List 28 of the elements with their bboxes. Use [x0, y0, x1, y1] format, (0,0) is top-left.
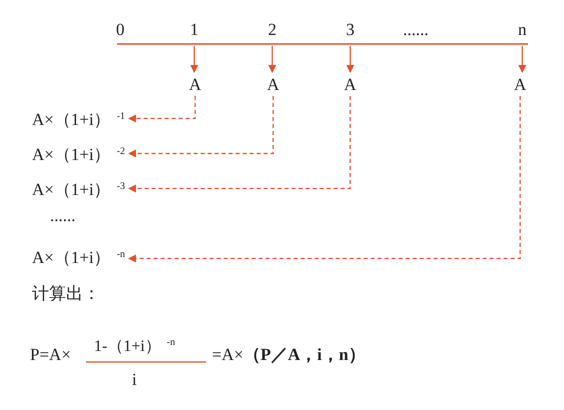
- tick-label: 3: [346, 20, 354, 40]
- ellipsis-text: ......: [403, 20, 428, 40]
- payment-label: A: [514, 75, 526, 95]
- discount-formula: A×（1+i）$^{-2}$: [32, 142, 126, 165]
- tick-label: n: [518, 20, 526, 40]
- denominator-text: i: [132, 370, 137, 390]
- payment-label: A: [267, 75, 280, 95]
- tick-label: 2: [268, 20, 276, 40]
- arrow: [128, 96, 196, 122]
- ellipsis-text: ......: [50, 206, 76, 226]
- arrow: [128, 96, 351, 192]
- arrow: [268, 46, 276, 73]
- arrow: [518, 46, 526, 73]
- arrow: [128, 96, 274, 158]
- arrow: [346, 46, 354, 73]
- discount-formula: A×（1+i）$^{-n}$: [32, 245, 126, 268]
- tick-label: 1: [190, 20, 198, 40]
- discount-formula: A×（1+i）$^{-1}$: [32, 107, 126, 130]
- tick-label: 0: [116, 20, 124, 40]
- arrow: [128, 96, 521, 262]
- payment-label: A: [189, 75, 202, 95]
- payment-label: A: [344, 75, 356, 95]
- numerator-text: 1-（1+i）$^{-n}$: [94, 336, 176, 357]
- formula-text: P=A×: [30, 345, 71, 365]
- discount-formula: A×（1+i）$^{-3}$: [32, 177, 126, 200]
- formula-text: =A×（P／A，i，n）: [212, 345, 366, 365]
- note-text: 计算出：: [32, 284, 100, 304]
- arrow: [190, 46, 198, 73]
